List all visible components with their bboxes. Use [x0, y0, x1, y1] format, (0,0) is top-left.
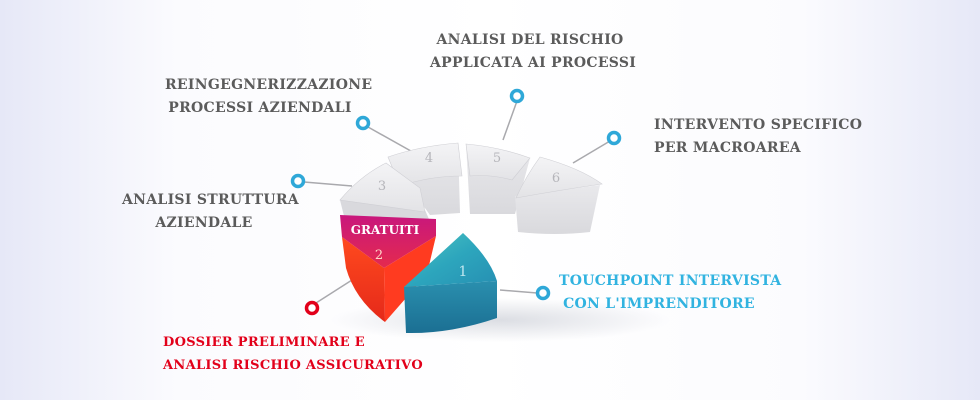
segment-number-4: 4 — [425, 151, 433, 166]
connector-line-6 — [572, 140, 611, 164]
label-touchpoint: TOUCHPOINT INTERVISTA CON L'IMPRENDITORE — [559, 270, 782, 316]
label-analisi-del-rischio: ANALISI DEL RISCHIO APPLICATA AI PROCESS… — [430, 29, 637, 75]
label-intervento-specifico: INTERVENTO SPECIFICO PER MACROAREA — [654, 114, 862, 160]
label-analisi-struttura: ANALISI STRUTTURA AZIENDALE — [122, 189, 299, 235]
connector-line-5 — [502, 100, 518, 141]
connector-line-3 — [303, 181, 353, 187]
connector-lines — [303, 100, 611, 304]
marker-ring-3 — [290, 173, 306, 189]
label-line: INTERVENTO SPECIFICO — [654, 117, 863, 133]
label-line: AZIENDALE — [155, 215, 253, 231]
segment-number-2: 2 — [375, 248, 383, 263]
pie-segment-4 — [387, 142, 463, 215]
pie-segment-6 — [515, 156, 603, 234]
label-line: ANALISI STRUTTURA — [122, 192, 299, 208]
label-line: REINGEGNERIZZAZIONE — [165, 77, 373, 93]
segment-number-1: 1 — [459, 264, 468, 280]
connector-markers — [290, 88, 622, 316]
connector-line-1 — [499, 289, 538, 294]
marker-ring-6 — [606, 130, 622, 146]
marker-ring-2 — [304, 300, 320, 316]
label-line: CON L'IMPRENDITORE — [563, 296, 755, 312]
label-line: APPLICATA AI PROCESSI — [430, 55, 637, 71]
marker-ring-4 — [355, 115, 371, 131]
label-dossier-preliminare: DOSSIER PRELIMINARE E ANALISI RISCHIO AS… — [163, 331, 423, 377]
marker-ring-5 — [509, 88, 525, 104]
label-line: PROCESSI AZIENDALI — [168, 100, 352, 116]
label-line: ANALISI DEL RISCHIO — [436, 32, 624, 48]
label-line: ANALISI RISCHIO ASSICURATIVO — [163, 358, 423, 373]
label-line: DOSSIER PRELIMINARE E — [163, 335, 366, 350]
pie-segment-5 — [465, 143, 531, 214]
label-line: TOUCHPOINT INTERVISTA — [559, 273, 782, 289]
segment-number-6: 6 — [552, 171, 560, 186]
connector-line-2 — [315, 279, 353, 304]
pie-segment-2 — [340, 215, 436, 322]
segment-number-5: 5 — [493, 151, 501, 166]
label-reingegnerizzazione: REINGEGNERIZZAZIONE PROCESSI AZIENDALI — [165, 74, 373, 120]
segment-tag-gratuiti: GRATUITI — [351, 223, 420, 237]
pie-segment-1 — [404, 233, 497, 334]
marker-ring-1 — [535, 285, 551, 301]
segment-number-3: 3 — [378, 179, 386, 194]
label-line: PER MACROAREA — [654, 140, 801, 156]
